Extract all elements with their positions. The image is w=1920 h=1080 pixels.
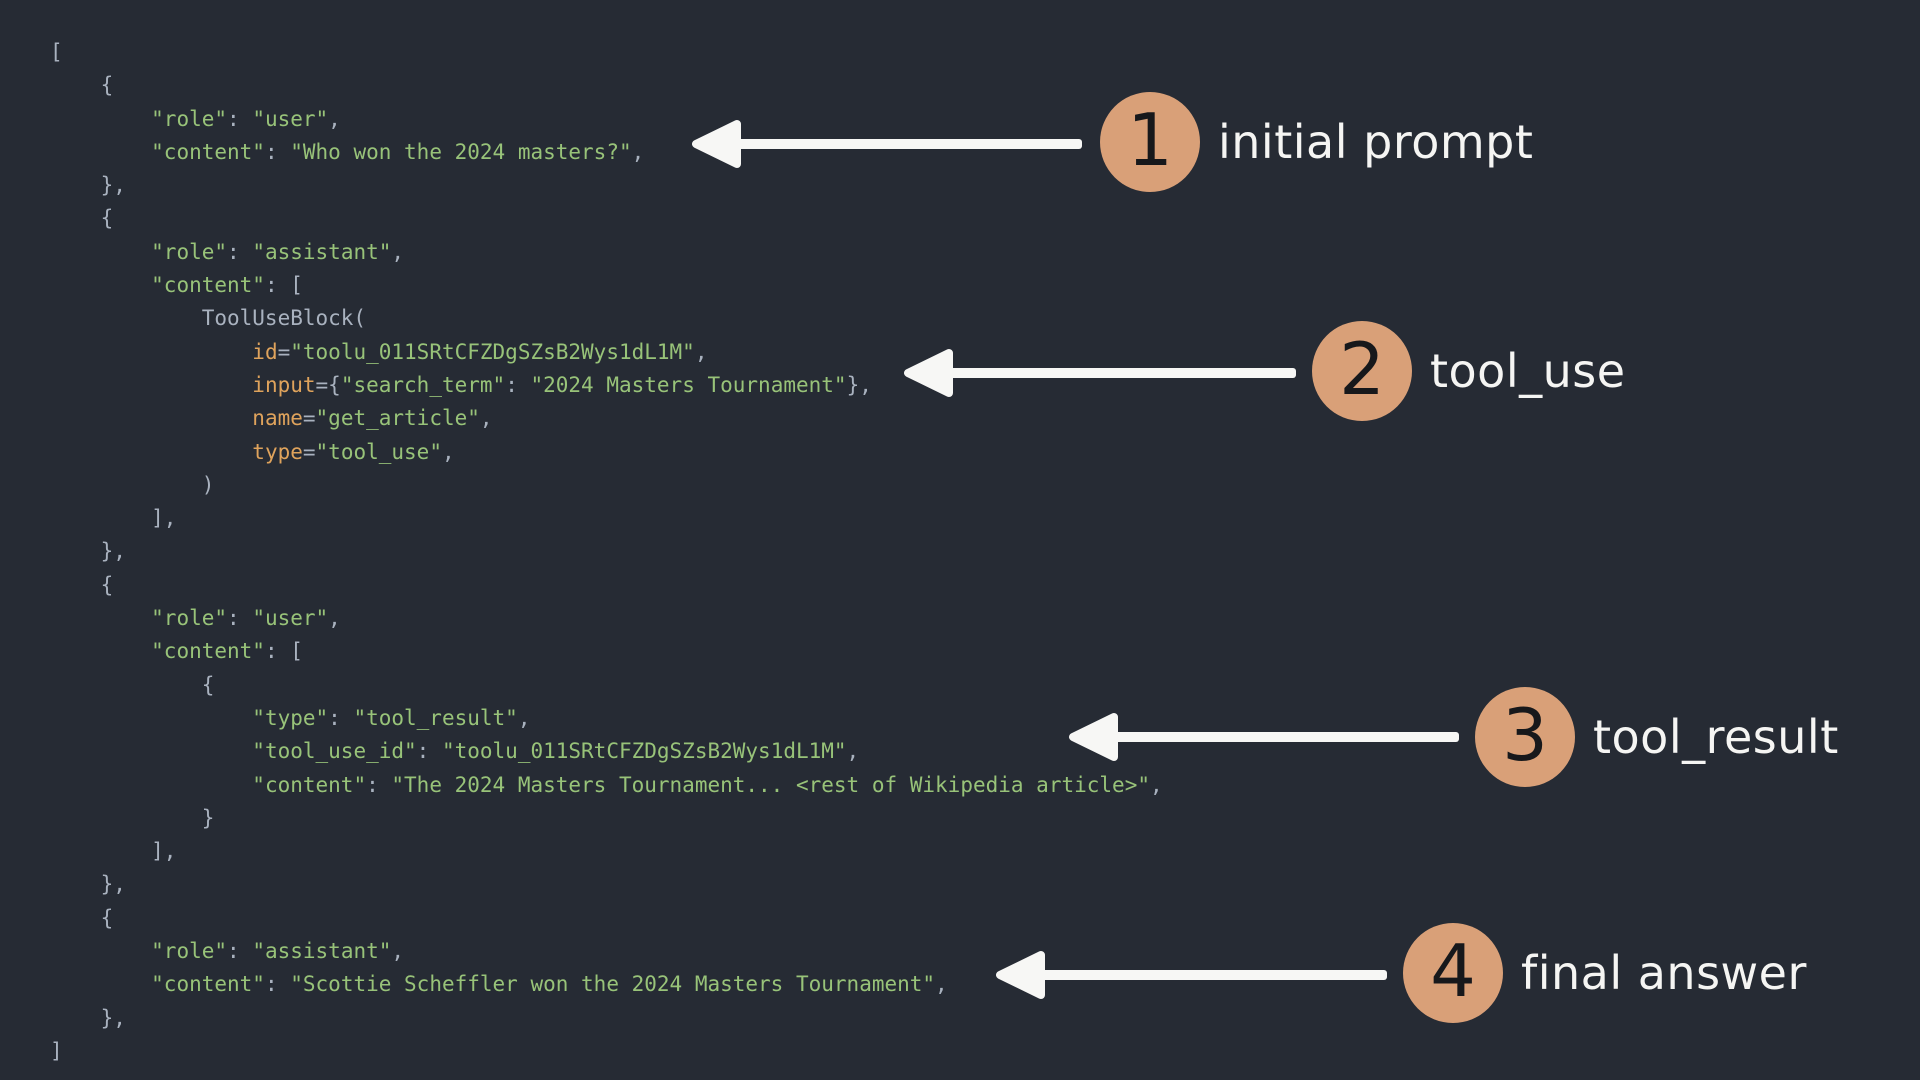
code-line: [ xyxy=(50,40,63,64)
annotation-tool-result: 3 tool_result xyxy=(1475,687,1839,787)
code-line: "content": "Who won the 2024 masters?", xyxy=(151,139,645,164)
code-line: "role": "assistant", xyxy=(151,939,405,964)
annotation-label-final-answer: final answer xyxy=(1521,946,1807,1000)
step-circle-1: 1 xyxy=(1100,92,1200,192)
code-line: { xyxy=(201,672,215,697)
code-line: }, xyxy=(100,539,126,564)
step-number-4: 4 xyxy=(1430,929,1476,1013)
code-line: "content": "The 2024 Masters Tournament.… xyxy=(252,772,1163,797)
code-line: "content": "Scottie Scheffler won the 20… xyxy=(151,972,948,997)
code-line: { xyxy=(100,206,114,231)
annotation-final-answer: 4 final answer xyxy=(1403,923,1807,1023)
step-number-3: 3 xyxy=(1502,693,1548,777)
annotation-initial-prompt: 1 initial prompt xyxy=(1100,92,1533,192)
code-line: name="get_article", xyxy=(252,406,493,431)
code-line: ], xyxy=(151,839,177,864)
code-line: "role": "user", xyxy=(151,606,341,631)
code-line: }, xyxy=(100,1005,126,1030)
step-circle-2: 2 xyxy=(1312,321,1412,421)
code-line: ) xyxy=(201,472,215,497)
code-line: { xyxy=(100,905,114,930)
code-line: "tool_use_id": "toolu_011SRtCFZDgSZsB2Wy… xyxy=(252,739,860,764)
step-number-2: 2 xyxy=(1339,327,1385,411)
code-line: } xyxy=(201,805,215,830)
code-line: "content": [ xyxy=(151,639,303,664)
code-line: id="toolu_011SRtCFZDgSZsB2Wys1dL1M", xyxy=(252,339,708,364)
code-line: }, xyxy=(100,872,126,897)
code-line: ], xyxy=(151,506,177,531)
annotation-tool-use: 2 tool_use xyxy=(1312,321,1626,421)
arrow-initial-prompt-icon xyxy=(692,120,1082,168)
code-line: ] xyxy=(50,1038,63,1063)
annotation-label-initial-prompt: initial prompt xyxy=(1218,115,1534,169)
code-line: "content": [ xyxy=(151,273,303,298)
code-line: "role": "user", xyxy=(151,106,341,131)
step-circle-3: 3 xyxy=(1475,687,1575,787)
code-line: type="tool_use", xyxy=(252,439,455,464)
step-circle-4: 4 xyxy=(1403,923,1503,1023)
code-line: "type": "tool_result", xyxy=(252,705,531,730)
annotation-label-tool-use: tool_use xyxy=(1430,344,1626,398)
code-line: { xyxy=(100,73,114,98)
code-line: { xyxy=(100,572,114,597)
arrow-tool-use-icon xyxy=(904,349,1296,397)
code-line: input={"search_term": "2024 Masters Tour… xyxy=(252,372,872,397)
code-line: }, xyxy=(100,173,126,198)
step-number-1: 1 xyxy=(1127,98,1173,182)
annotation-label-tool-result: tool_result xyxy=(1593,710,1839,764)
code-line: "role": "assistant", xyxy=(151,239,405,264)
arrow-final-answer-icon xyxy=(996,951,1387,999)
arrow-tool-result-icon xyxy=(1069,713,1459,761)
code-line: ToolUseBlock( xyxy=(201,306,367,331)
code-block: [ { "role": "user", "content": "Who won … xyxy=(50,36,1163,1068)
